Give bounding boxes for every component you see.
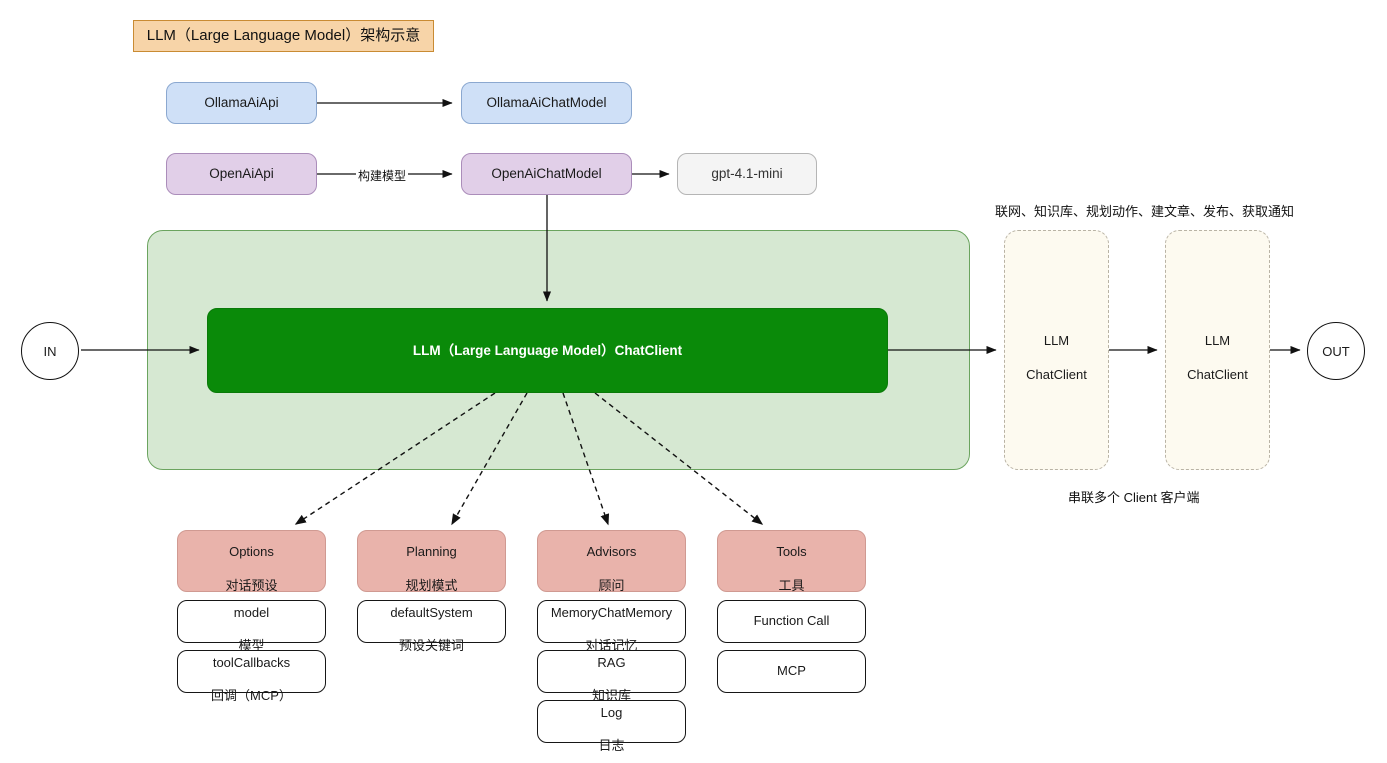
feature-item-line2: 日志 bbox=[598, 738, 625, 754]
node-feature-item-options-model[interactable]: model 模型 bbox=[177, 600, 326, 653]
feature-advisors-title: Advisors bbox=[586, 544, 637, 560]
feature-item-line1: model bbox=[233, 604, 270, 620]
node-feature-header-options[interactable]: Options 对话预设 bbox=[177, 528, 326, 595]
node-in[interactable]: IN bbox=[21, 322, 79, 380]
feature-item-advisors-memory-label: MemoryChatMemory 对话记忆 bbox=[551, 588, 672, 655]
node-feature-header-planning[interactable]: Planning 规划模式 bbox=[357, 528, 506, 595]
node-feature-header-advisors[interactable]: Advisors 顾问 bbox=[537, 528, 686, 595]
feature-item-planning-defaultsystem-label: defaultSystem 预设关键词 bbox=[390, 588, 472, 655]
diagram-title: LLM（Large Language Model）架构示意 bbox=[133, 20, 434, 52]
feature-item-line1: RAG bbox=[597, 654, 626, 670]
feature-options-title: Options bbox=[229, 544, 274, 560]
node-feature-item-advisors-memory[interactable]: MemoryChatMemory 对话记忆 bbox=[537, 600, 686, 653]
feature-header-options-label: Options 对话预设 bbox=[225, 528, 277, 595]
node-feature-header-tools[interactable]: Tools 工具 bbox=[717, 528, 866, 595]
chain-client-1-line1: LLM bbox=[1043, 333, 1070, 349]
chain-client-1-line2: ChatClient bbox=[1026, 366, 1087, 382]
edge-label-build-model: 构建模型 bbox=[356, 167, 409, 184]
node-out[interactable]: OUT bbox=[1307, 322, 1365, 380]
node-model-gpt-4-1-mini[interactable]: gpt-4.1-mini bbox=[677, 153, 817, 195]
chain-client-2-line1: LLM bbox=[1204, 333, 1231, 349]
feature-item-tools-mcp-label: MCP bbox=[777, 663, 806, 679]
feature-planning-title: Planning bbox=[406, 544, 457, 560]
node-chain-client-1[interactable]: LLM ChatClient bbox=[1004, 230, 1109, 470]
feature-item-line2: 回调（MCP） bbox=[211, 688, 292, 704]
feature-header-tools-label: Tools 工具 bbox=[776, 528, 806, 595]
feature-item-line1: defaultSystem bbox=[390, 604, 473, 620]
node-ollama-ai-api[interactable]: OllamaAiApi bbox=[166, 82, 317, 124]
chain-client-2-line2: ChatClient bbox=[1187, 366, 1248, 382]
feature-item-line1: toolCallbacks bbox=[212, 654, 291, 670]
node-feature-item-advisors-log[interactable]: Log 日志 bbox=[537, 700, 686, 753]
chain-client-1-label: LLM ChatClient bbox=[1026, 317, 1087, 384]
feature-item-line2: 预设关键词 bbox=[398, 638, 464, 654]
node-feature-item-tools-function-call[interactable]: Function Call bbox=[717, 600, 866, 643]
node-openai-api[interactable]: OpenAiApi bbox=[166, 153, 317, 195]
feature-item-advisors-log-label: Log 日志 bbox=[598, 688, 624, 755]
node-chain-client-2[interactable]: LLM ChatClient bbox=[1165, 230, 1270, 470]
feature-item-tools-function-call-label: Function Call bbox=[753, 613, 830, 629]
feature-item-options-model-label: model 模型 bbox=[234, 588, 269, 655]
feature-options-subtitle: 对话预设 bbox=[225, 577, 278, 593]
node-feature-item-options-toolcallbacks[interactable]: toolCallbacks 回调（MCP） bbox=[177, 650, 326, 703]
feature-advisors-subtitle: 顾问 bbox=[598, 577, 625, 593]
feature-tools-title: Tools bbox=[776, 544, 807, 560]
node-llm-chatclient-core[interactable]: LLM（Large Language Model）ChatClient bbox=[207, 308, 888, 393]
node-feature-item-planning-defaultsystem[interactable]: defaultSystem 预设关键词 bbox=[357, 600, 506, 653]
feature-item-advisors-rag-label: RAG 知识库 bbox=[592, 638, 631, 705]
node-feature-item-advisors-rag[interactable]: RAG 知识库 bbox=[537, 650, 686, 703]
feature-tools-subtitle: 工具 bbox=[778, 577, 805, 593]
feature-item-line1: MemoryChatMemory bbox=[550, 604, 673, 620]
chain-top-note: 联网、知识库、规划动作、建文章、发布、获取通知 bbox=[995, 204, 1295, 219]
feature-header-planning-label: Planning 规划模式 bbox=[405, 528, 457, 595]
node-ollama-ai-chat-model[interactable]: OllamaAiChatModel bbox=[461, 82, 632, 124]
node-openai-chat-model[interactable]: OpenAiChatModel bbox=[461, 153, 632, 195]
node-feature-item-tools-mcp[interactable]: MCP bbox=[717, 650, 866, 693]
feature-item-line1: Log bbox=[600, 704, 623, 720]
feature-planning-subtitle: 规划模式 bbox=[405, 577, 458, 593]
feature-item-options-toolcallbacks-label: toolCallbacks 回调（MCP） bbox=[211, 638, 292, 705]
feature-item-line2: 知识库 bbox=[591, 688, 631, 704]
chain-client-2-label: LLM ChatClient bbox=[1187, 317, 1248, 384]
feature-header-advisors-label: Advisors 顾问 bbox=[587, 528, 637, 595]
feature-item-line2: 对话记忆 bbox=[585, 638, 638, 654]
feature-item-line2: 模型 bbox=[238, 638, 265, 654]
chain-bottom-note: 串联多个 Client 客户端 bbox=[1068, 490, 1200, 505]
